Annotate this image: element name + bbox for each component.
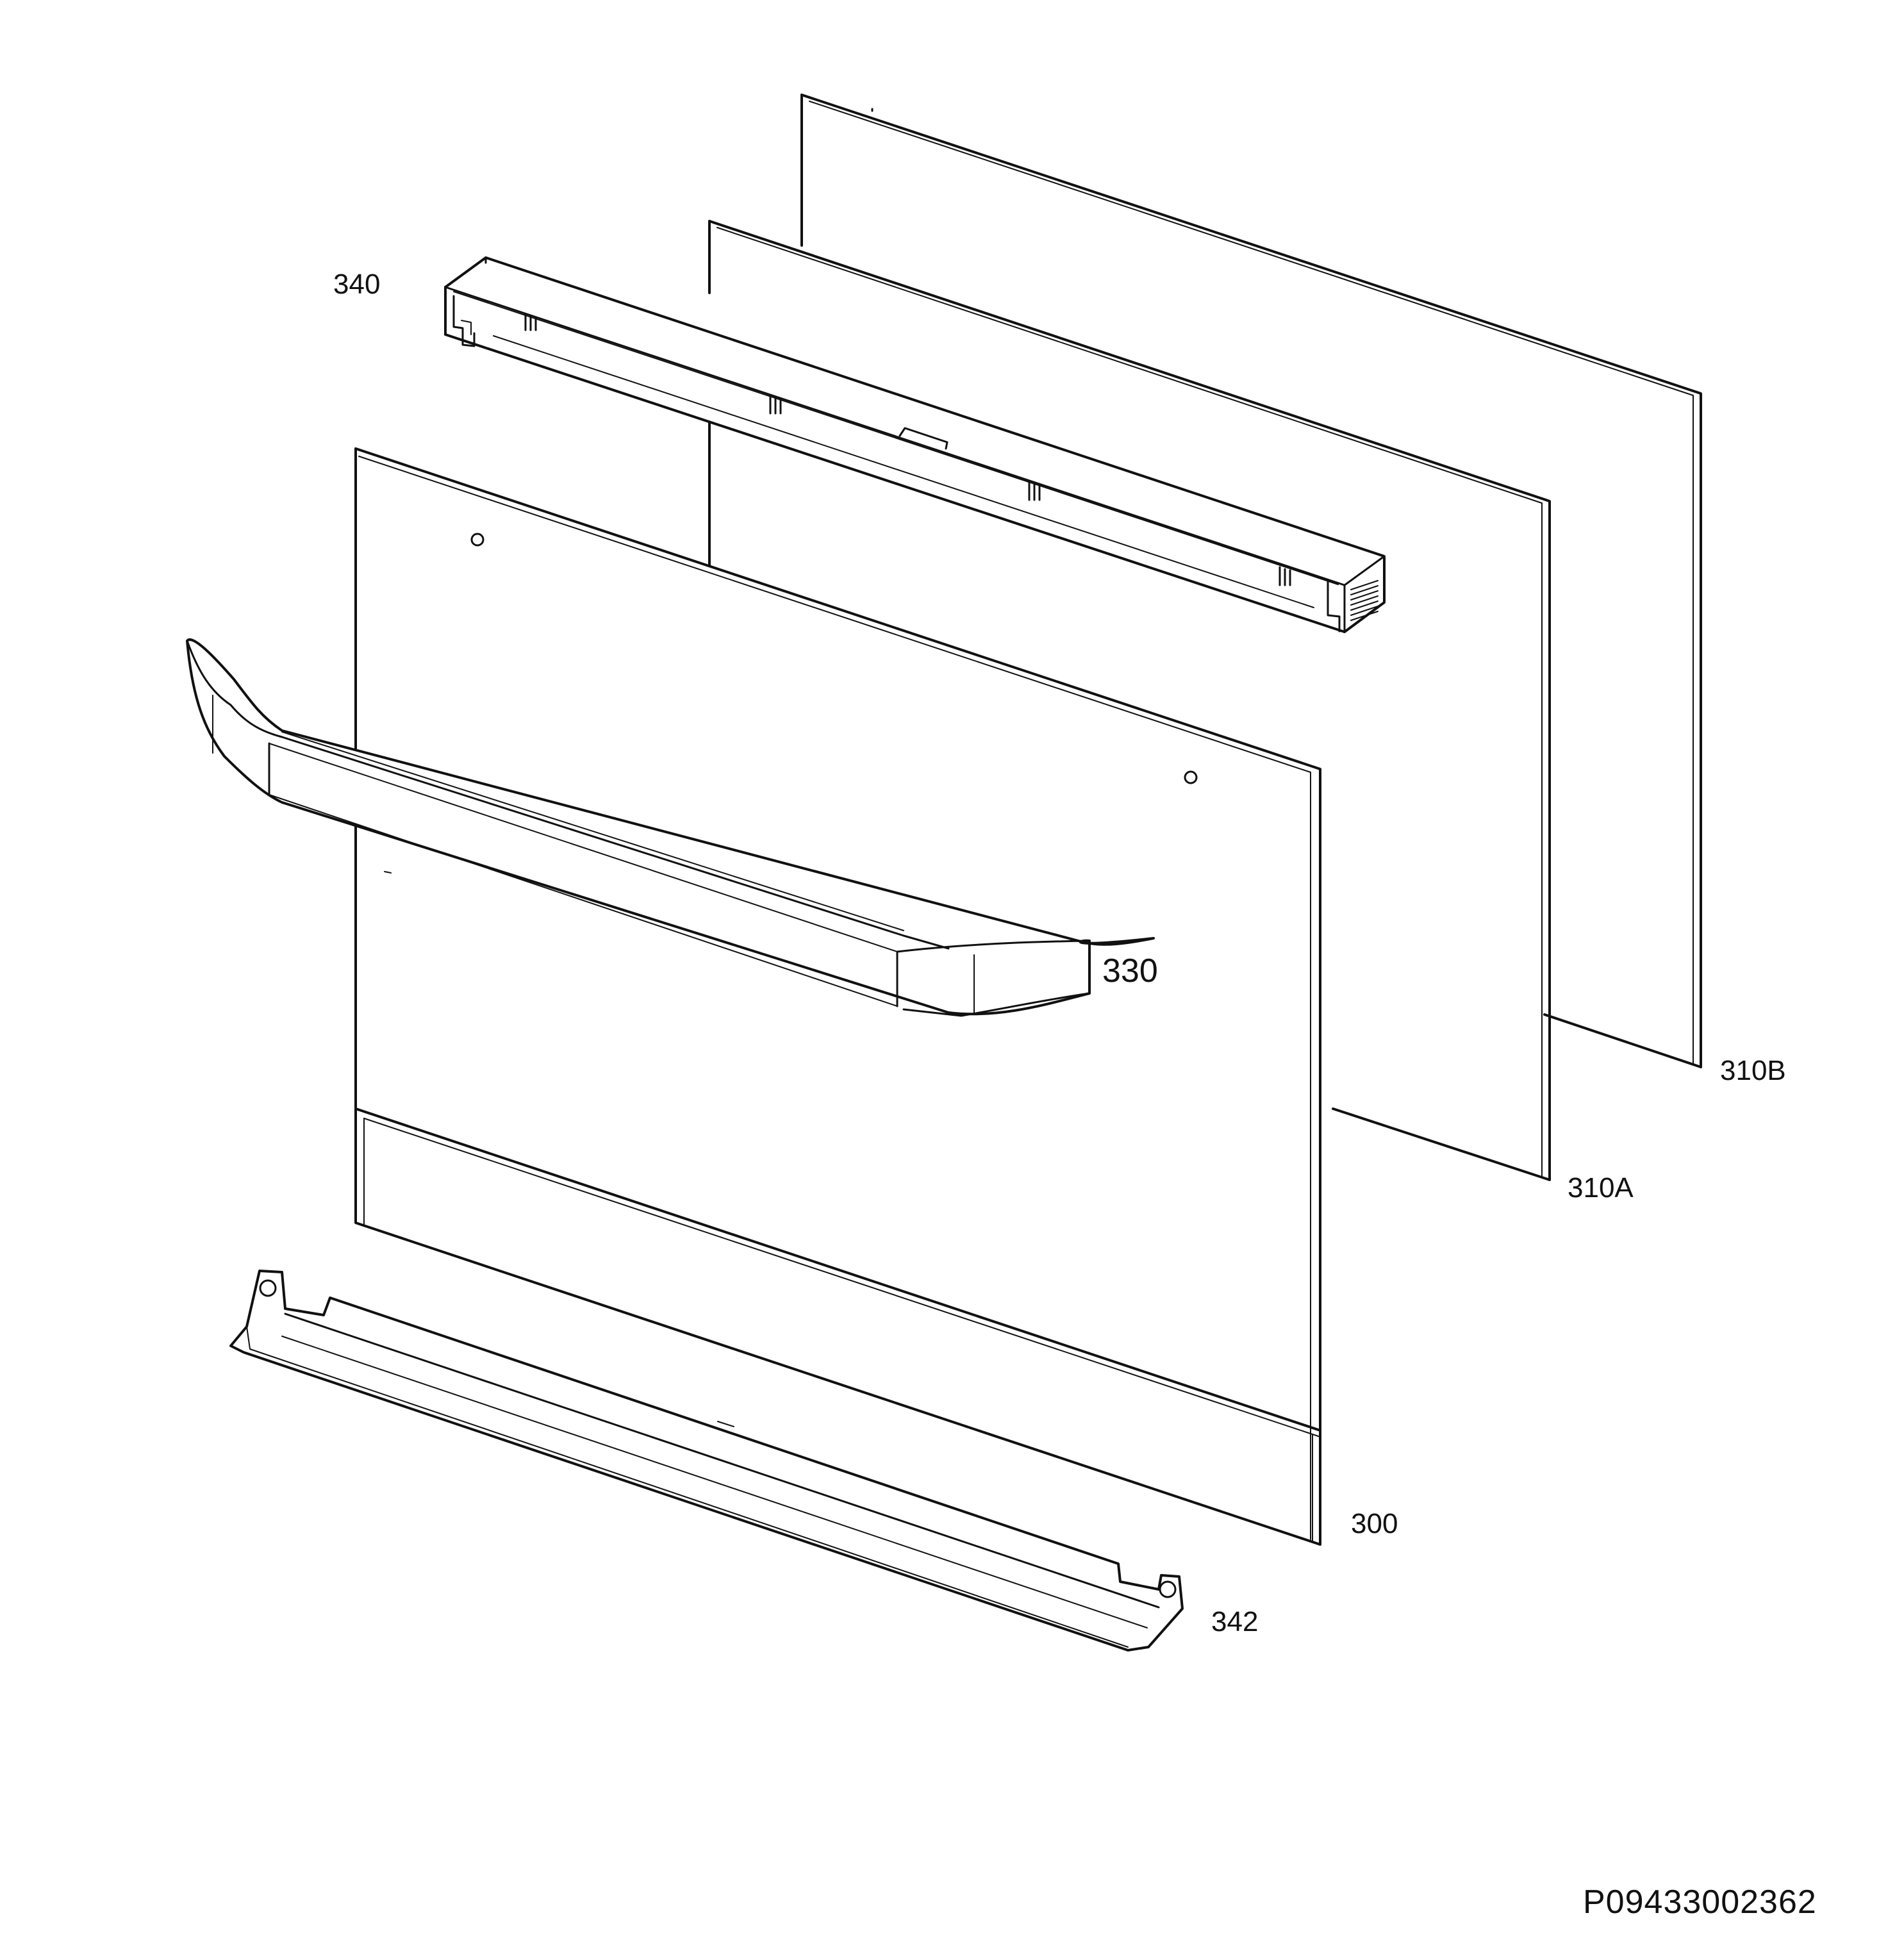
glass-panel-310a — [708, 220, 1551, 1181]
drawing-number: P09433002362 — [1583, 1884, 1817, 1921]
bottom-trim-342 — [229, 1270, 1184, 1652]
callout-310b: 310B — [1720, 1055, 1786, 1086]
callout-340: 340 — [333, 269, 380, 300]
glass-panel-310b — [800, 94, 1702, 1068]
top-trim-340 — [444, 256, 1386, 633]
door-handle-330 — [186, 638, 1155, 1017]
callout-342: 342 — [1211, 1606, 1258, 1637]
vent-grille — [1350, 580, 1378, 621]
callout-300: 300 — [1351, 1508, 1398, 1539]
callout-310a: 310A — [1568, 1172, 1634, 1204]
front-door-panel-300 — [354, 447, 1321, 1546]
callout-330: 330 — [1102, 952, 1158, 990]
